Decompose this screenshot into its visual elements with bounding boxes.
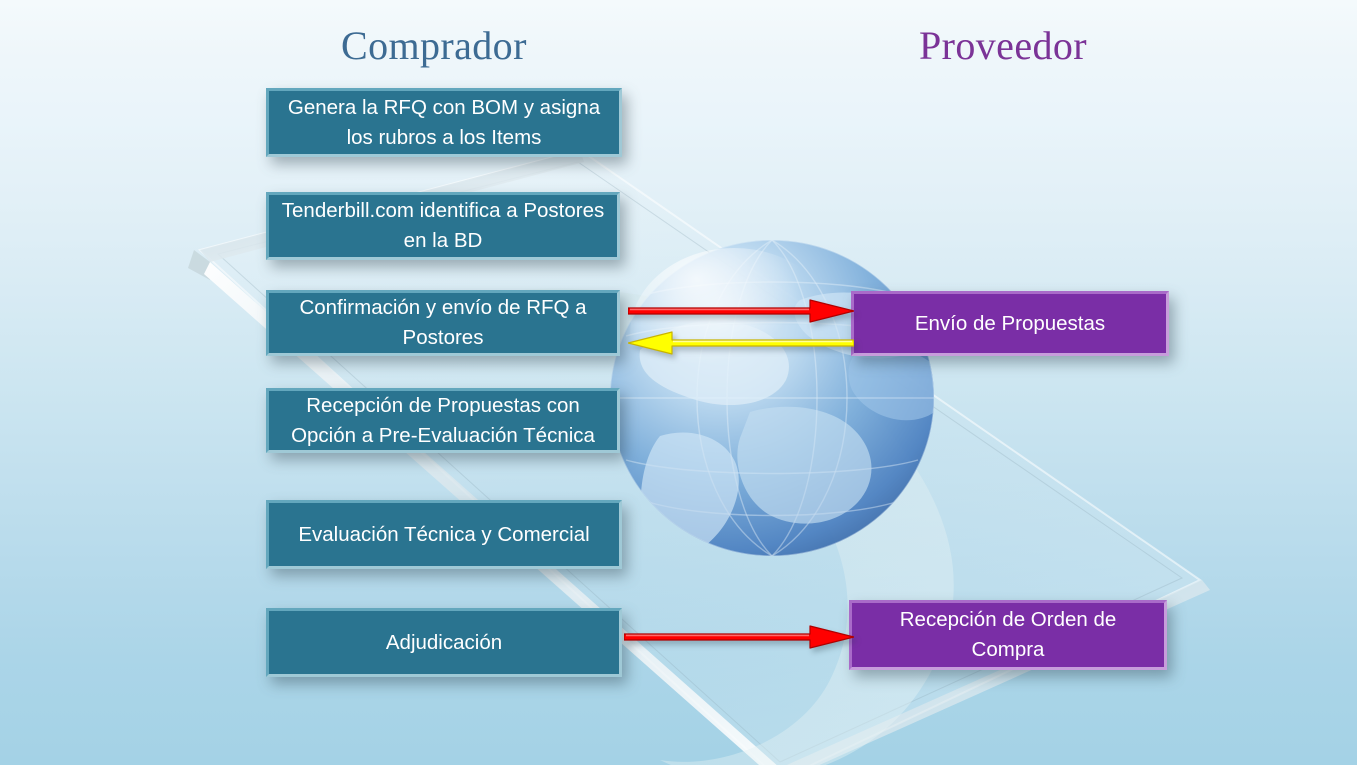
globe-graphic bbox=[610, 240, 934, 556]
process-box-label: Recepción de Orden de Compra bbox=[899, 608, 1117, 661]
process-box-confirmacion-envio-rfq[interactable]: Confirmación y envío de RFQ a Postores bbox=[266, 290, 620, 356]
process-box-label: Tenderbill.com identifica a Postores en … bbox=[281, 199, 605, 252]
process-box-recepcion-propuestas[interactable]: Recepción de Propuestas con Opción a Pre… bbox=[266, 388, 620, 453]
process-box-adjudicacion[interactable]: Adjudicación bbox=[266, 608, 622, 677]
column-title-supplier: Proveedor bbox=[919, 23, 1087, 68]
process-box-label: Adjudicación bbox=[385, 630, 503, 654]
process-box-identifica-postores[interactable]: Tenderbill.com identifica a Postores en … bbox=[266, 192, 620, 260]
process-box-label: Envío de Propuestas bbox=[914, 311, 1106, 335]
process-box-envio-propuestas[interactable]: Envío de Propuestas bbox=[851, 291, 1169, 356]
process-box-recepcion-orden-compra[interactable]: Recepción de Orden de Compra bbox=[849, 600, 1167, 670]
process-box-label: Recepción de Propuestas con Opción a Pre… bbox=[291, 393, 595, 447]
arrow-propuestas-to-buyer-icon bbox=[628, 331, 854, 355]
process-box-label: Evaluación Técnica y Comercial bbox=[298, 522, 590, 546]
arrow-rfq-to-supplier-icon bbox=[628, 299, 854, 323]
process-box-evaluacion-tecnica-comercial[interactable]: Evaluación Técnica y Comercial bbox=[266, 500, 622, 569]
arrow-adjudicacion-to-orden-icon bbox=[624, 625, 854, 649]
process-box-label: Genera la RFQ con BOM y asigna los rubro… bbox=[287, 95, 601, 149]
process-box-label: Confirmación y envío de RFQ a Postores bbox=[299, 296, 587, 349]
column-title-buyer: Comprador bbox=[341, 23, 527, 68]
process-box-genera-rfq[interactable]: Genera la RFQ con BOM y asigna los rubro… bbox=[266, 88, 622, 157]
